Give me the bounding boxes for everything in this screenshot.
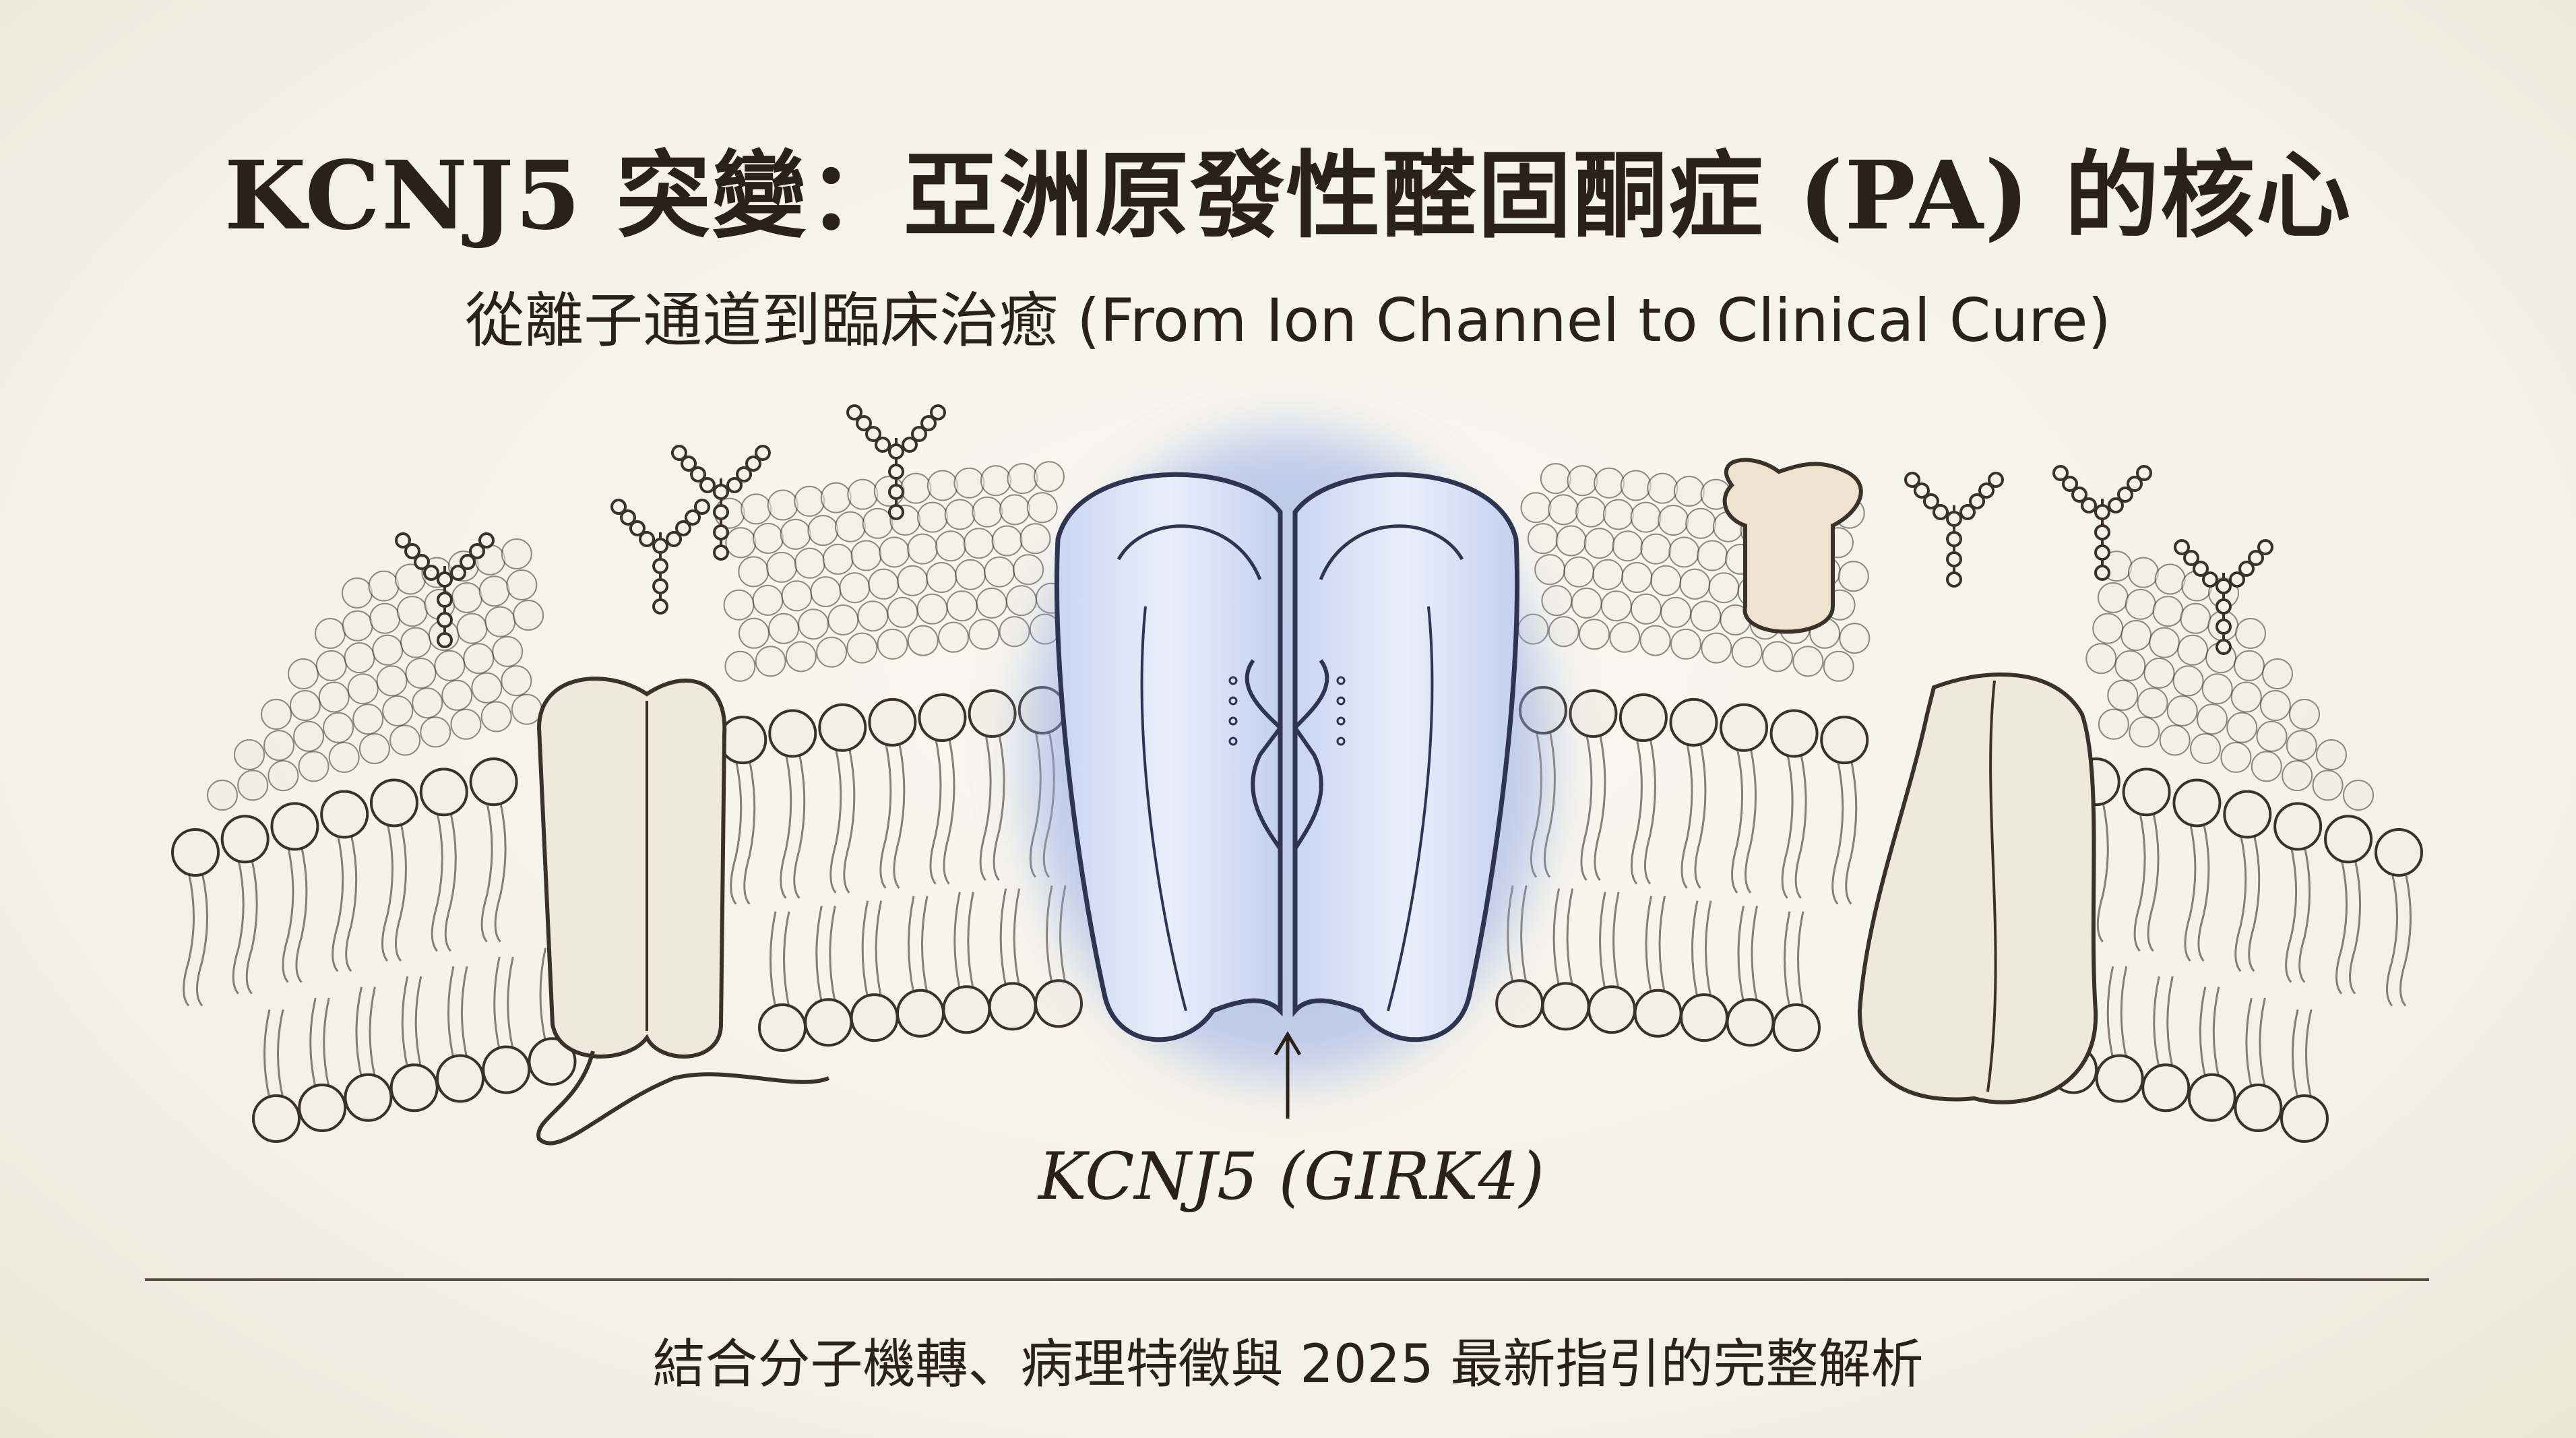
page-subtitle: 從離子通道到臨床治癒 (From Ion Channel to Clinical…	[465, 286, 2111, 355]
right-membrane-protein	[1857, 672, 2098, 1104]
peripheral-protein	[1722, 458, 1863, 634]
page-title: KCNJ5 突變：亞洲原發性醛固酮症 (PA) 的核心	[224, 141, 2352, 251]
left-membrane-protein	[536, 677, 830, 1146]
glycan-chains	[395, 404, 2273, 655]
footer-tagline: 結合分子機轉、病理特徵與 2025 最新指引的完整解析	[652, 1334, 1924, 1395]
arrow-up-icon	[1274, 1031, 1302, 1119]
kcnj5-channel	[1025, 431, 1550, 1078]
channel-label: KCNJ5 (GIRK4)	[1038, 1139, 1545, 1214]
lipid-heads	[171, 685, 2423, 1143]
divider	[145, 1278, 2429, 1281]
